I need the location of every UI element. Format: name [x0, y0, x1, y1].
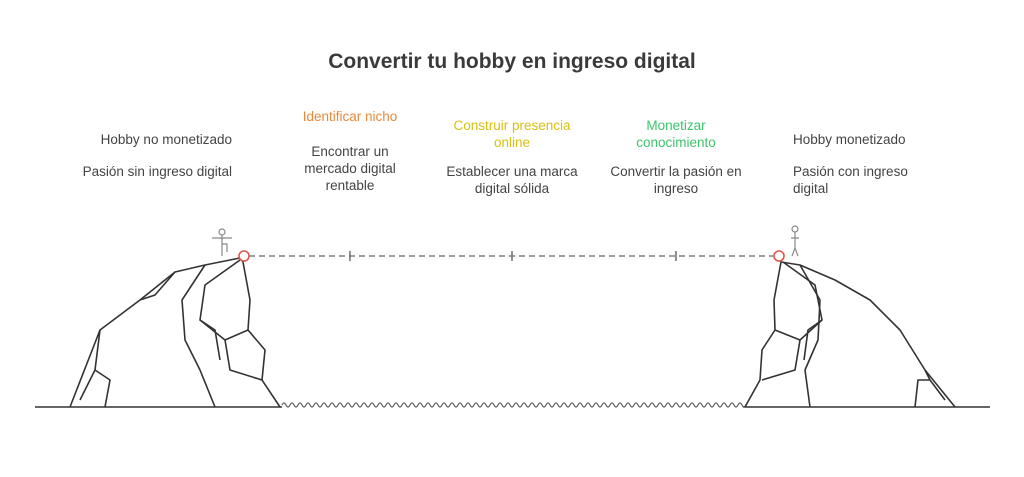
diagram-title: Convertir tu hobby en ingreso digital [328, 50, 696, 73]
start-description: Pasión sin ingreso digital [82, 164, 232, 179]
end-marker [773, 250, 785, 262]
walker-figure-left [212, 228, 232, 256]
standing-figure-right [791, 225, 799, 257]
step-3-description: Convertir la pasión en ingreso [610, 164, 742, 196]
end-description: Pasión con ingreso digital [793, 164, 908, 196]
left-cliff [69, 257, 281, 408]
start-marker [238, 250, 250, 262]
right-cliff [744, 261, 956, 408]
step-1-description: Encontrar un mercado digital rentable [304, 144, 396, 193]
step-3-label: Monetizar conocimiento [636, 118, 716, 150]
step-1-label: Identificar nicho [302, 109, 398, 124]
start-label: Hobby no monetizado [100, 132, 232, 147]
step-2-label: Construir presencia online [453, 118, 571, 150]
end-label: Hobby monetizado [793, 132, 906, 147]
step-2-description: Establecer una marca digital sólida [446, 164, 578, 196]
water-waves [281, 402, 747, 408]
